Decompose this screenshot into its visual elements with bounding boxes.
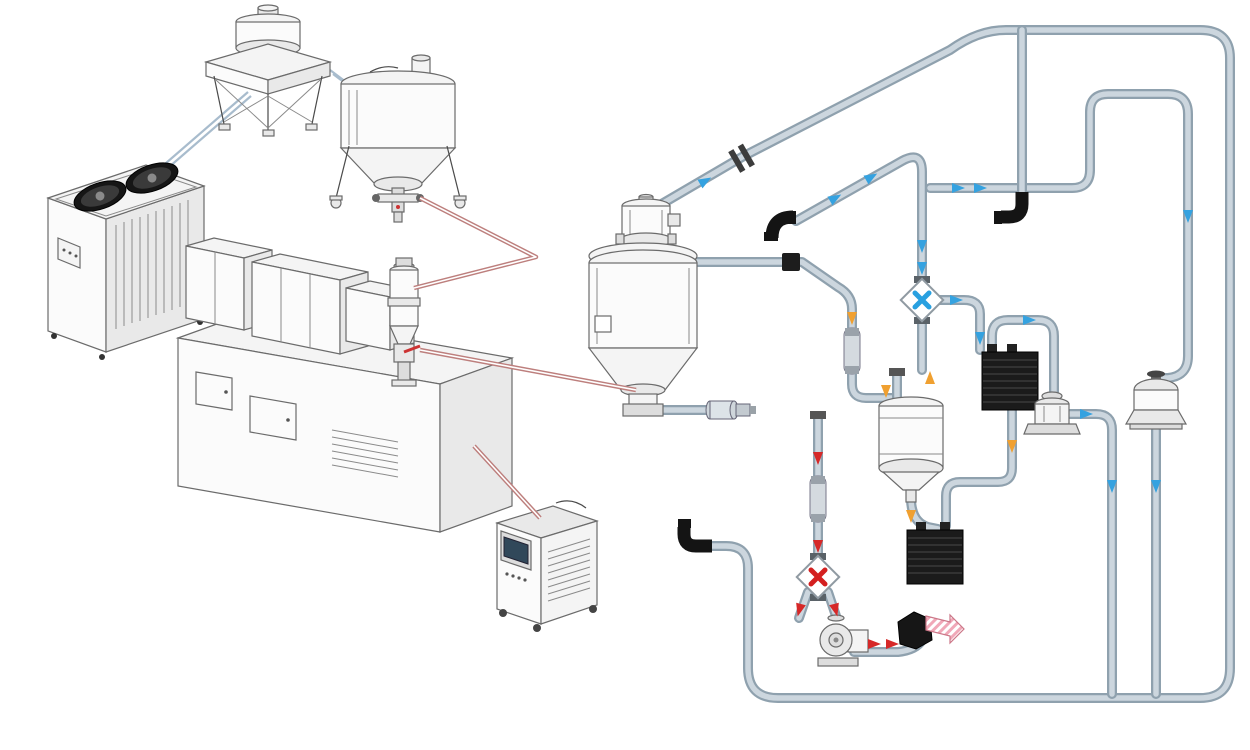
controller-vents <box>547 538 591 602</box>
tank-discharge-valve <box>372 187 424 223</box>
drying-hopper <box>587 193 699 417</box>
elbow-fitting-2 <box>994 192 1029 224</box>
flow-arrow-blue <box>1151 480 1161 493</box>
pump-discharge-line <box>1064 409 1117 699</box>
flow-arrow-orange <box>1007 440 1017 453</box>
mixing-hopper-dryer <box>329 54 467 223</box>
upper-manifold-line <box>925 89 1193 383</box>
material-line-hopper-to-loader <box>419 349 637 391</box>
inline-filter-1 <box>843 327 861 375</box>
hopper-loader <box>387 257 421 387</box>
tower-to-chiller-line <box>160 95 252 175</box>
exhaust-arrow <box>925 613 965 645</box>
flow-arrow-orange <box>906 510 916 523</box>
water-lines-layer <box>157 69 358 175</box>
hopper-return-line <box>694 259 895 401</box>
flow-arrow-orange <box>847 312 857 325</box>
cyclone-dust-collector <box>1124 370 1188 430</box>
flow-arrow-blue <box>1023 315 1036 325</box>
chiller-control-panel <box>57 237 81 269</box>
conveying-blower <box>817 614 869 667</box>
inline-coupling <box>705 400 756 420</box>
valve-x-mark <box>912 290 932 310</box>
flow-arrow-orange <box>881 385 891 398</box>
flow-arrow-red <box>829 602 839 617</box>
exchanger-down-line <box>943 407 1015 529</box>
flow-arrow-blue <box>952 183 965 193</box>
flow-arrow-blue <box>974 183 987 193</box>
material-lines-layer <box>413 195 637 520</box>
chiller-grille <box>115 200 189 329</box>
equipment-layer <box>46 4 1188 667</box>
desiccant-dryer-tank <box>878 368 944 503</box>
material-line-tank-to-loader <box>413 195 539 291</box>
valve-x-mark <box>808 567 828 587</box>
injection-molding-machine <box>175 237 515 533</box>
flow-arrow-blue <box>827 194 842 206</box>
flow-arrow-blue <box>1107 480 1117 493</box>
cooling-tower <box>203 4 333 137</box>
flow-arrow-blue <box>1183 210 1193 223</box>
main-conveying-loop <box>645 27 1233 701</box>
flow-arrow-orange <box>925 371 935 384</box>
air-cooled-chiller <box>46 162 206 360</box>
diverter-valve-red <box>795 553 841 601</box>
flow-arrow-blue <box>917 240 927 253</box>
cooling-tower-legs <box>213 75 323 137</box>
upper-manifold-line <box>927 91 1191 381</box>
material-line-tank-to-loader <box>413 197 537 289</box>
flow-arrow-blue <box>697 177 712 189</box>
pump-discharge-line <box>1066 411 1115 697</box>
flow-arrow-red <box>796 602 806 617</box>
exchanger-down-line <box>941 405 1017 531</box>
flow-overlay-layer <box>697 173 1193 649</box>
chiller-fan-1 <box>73 180 127 212</box>
diverter-valve-blue <box>899 276 945 324</box>
discharge-nozzle <box>735 403 751 417</box>
flow-arrow-blue <box>917 262 927 275</box>
vacuum-pump <box>1023 391 1081 435</box>
valve-branch-line <box>931 295 985 355</box>
inline-fitting <box>782 253 800 271</box>
valve-branch-line <box>933 297 983 353</box>
tank-legs <box>329 145 467 209</box>
tower-to-chiller-line <box>157 91 249 171</box>
elbow-fitting-3 <box>677 519 712 553</box>
secondary-supply-line <box>793 154 925 373</box>
valve-cap <box>810 411 826 419</box>
pipes-layer <box>643 25 1235 703</box>
machine-vents <box>331 429 399 478</box>
flow-arrow-red <box>886 639 899 649</box>
flow-arrow-red <box>813 452 823 465</box>
flow-arrow-blue <box>863 173 878 185</box>
flow-arrow-blue <box>1080 409 1093 419</box>
water-line-controller-to-mold <box>473 445 541 519</box>
heat-exchanger-1 <box>981 344 1039 411</box>
inline-filter-2 <box>809 475 827 523</box>
pipe-flange <box>728 143 755 173</box>
elbow-fitting-1 <box>764 210 796 241</box>
flow-arrow-red <box>868 639 881 649</box>
flow-arrow-red <box>813 540 823 553</box>
tank-outlet-line <box>908 495 941 532</box>
heat-exchanger-2 <box>906 522 964 585</box>
hopper-return-line <box>692 257 897 403</box>
flow-arrow-blue <box>975 332 985 345</box>
flow-arrow-blue <box>950 295 963 305</box>
main-conveying-loop <box>643 25 1235 703</box>
mold-temperature-controller <box>495 500 599 632</box>
chiller-fan-2 <box>125 162 179 194</box>
